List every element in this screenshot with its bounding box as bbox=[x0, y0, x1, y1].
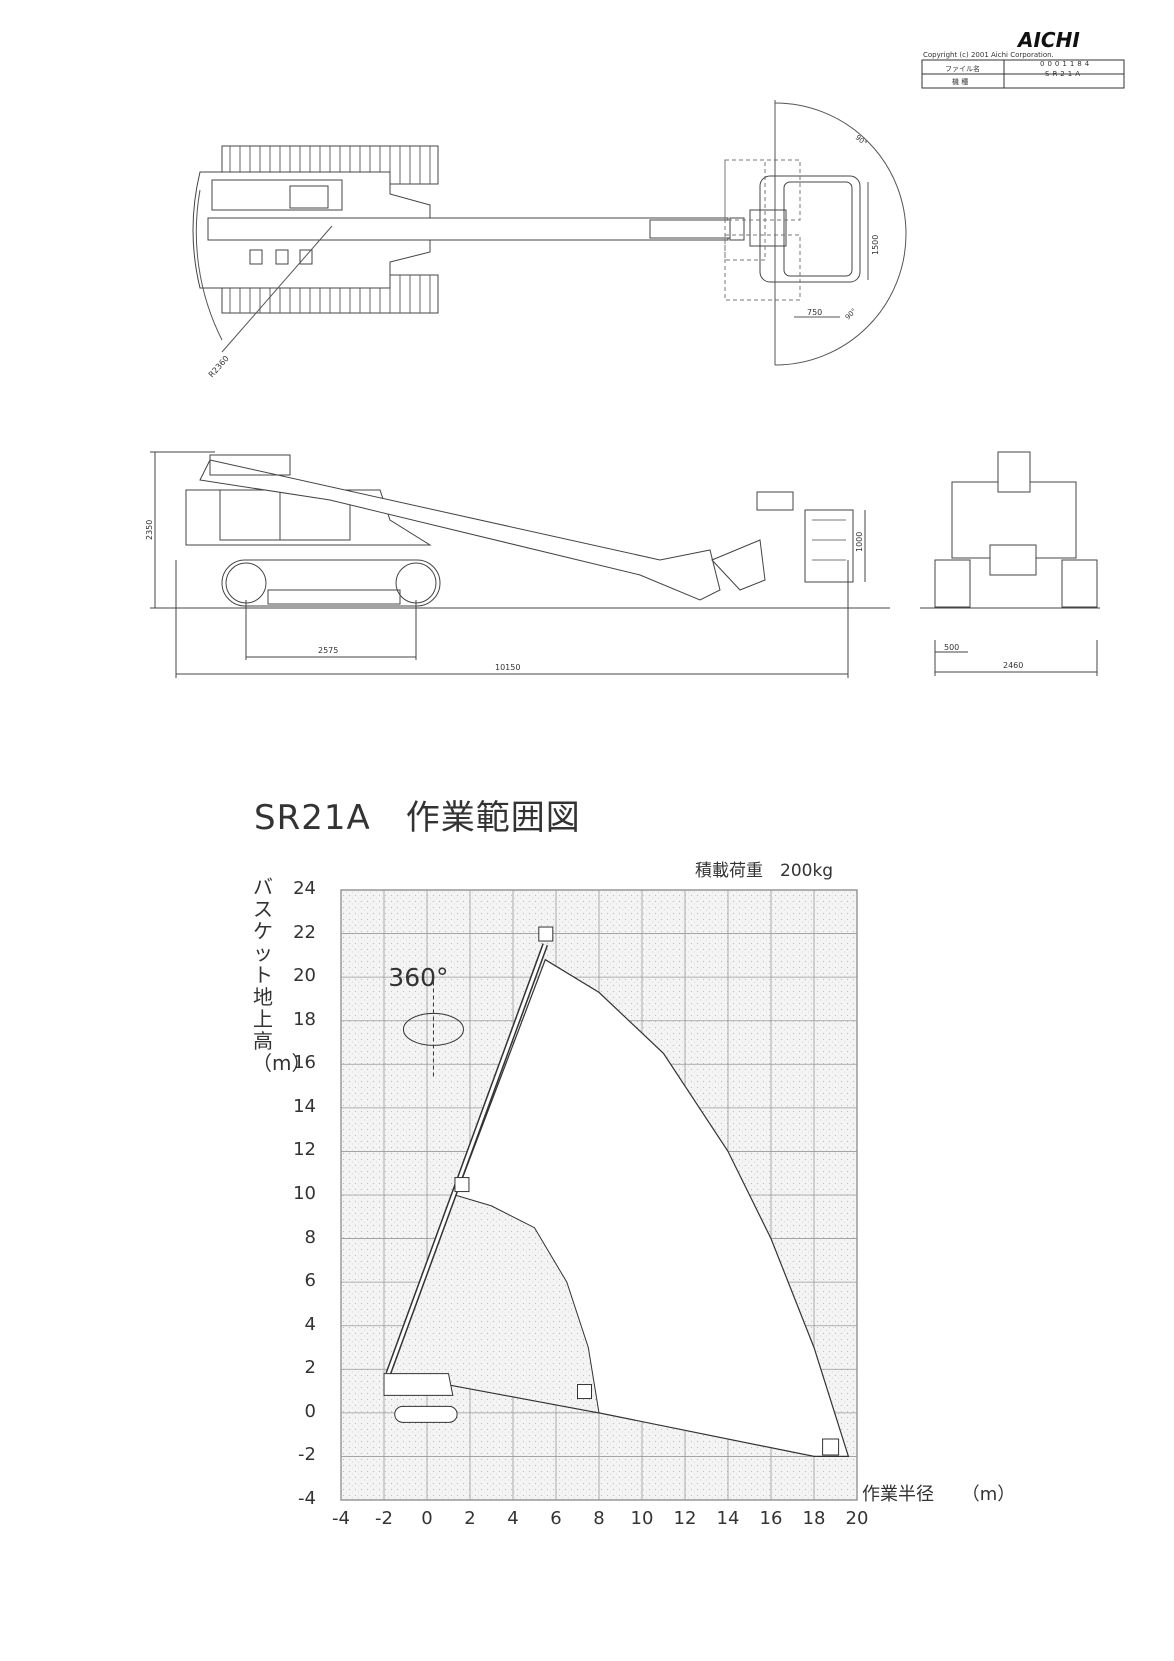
plan-view: R2360 1500 750 90° 90° bbox=[192, 100, 907, 379]
basket-low bbox=[577, 1384, 592, 1400]
x-tick-label: 0 bbox=[421, 1508, 433, 1529]
x-tick-label: 2 bbox=[464, 1508, 476, 1529]
y-tick-label: 16 bbox=[293, 1052, 316, 1074]
basket-top bbox=[538, 926, 554, 942]
y-tick-label: 18 bbox=[293, 1008, 316, 1030]
x-tick-label: 4 bbox=[507, 1508, 519, 1529]
x-tick-label: 18 bbox=[802, 1508, 826, 1529]
y-tick-label: 4 bbox=[304, 1313, 316, 1335]
range-chart-title: SR21A 作業範囲図 bbox=[254, 798, 581, 838]
y-tick-label: 6 bbox=[304, 1270, 316, 1292]
side-basket-height: 1000 bbox=[855, 532, 864, 552]
x-tick-label: 6 bbox=[550, 1508, 562, 1529]
file-value: 0001184 bbox=[1040, 60, 1092, 68]
x-tick-label: 8 bbox=[593, 1508, 605, 1529]
x-tick-label: -2 bbox=[375, 1508, 393, 1529]
x-tick-label: 12 bbox=[673, 1508, 697, 1529]
rear-track-width: 500 bbox=[944, 643, 959, 652]
machine-body bbox=[383, 1373, 454, 1396]
side-overall-length: 10150 bbox=[495, 663, 520, 672]
y-tick-label: 20 bbox=[293, 965, 316, 987]
x-tick-label: 16 bbox=[759, 1508, 783, 1529]
y-tick-label: 24 bbox=[293, 878, 316, 899]
range-chart-xlabel: 作業半径 bbox=[862, 1484, 934, 1505]
side-track-length: 2575 bbox=[318, 646, 338, 655]
rear-view: 500 2460 bbox=[920, 451, 1100, 676]
rotation-label: 360° bbox=[388, 963, 448, 992]
y-tick-label: 2 bbox=[304, 1357, 316, 1379]
y-tick-label: -2 bbox=[298, 1444, 316, 1466]
model-value: SR21A bbox=[1045, 70, 1083, 78]
aichi-logo: AICHI bbox=[1016, 28, 1080, 52]
x-tick-label: 20 bbox=[845, 1508, 869, 1529]
plot-area: 360° bbox=[340, 889, 858, 1501]
basket-max-reach bbox=[822, 1438, 840, 1456]
copyright: Copyright (c) 2001 Aichi Corporation. bbox=[923, 51, 1054, 59]
file-label: ファイル名 bbox=[945, 64, 980, 73]
x-tick-label: 14 bbox=[716, 1508, 740, 1529]
range-chart-xunit: （m） bbox=[961, 1484, 1016, 1505]
machine-track bbox=[394, 1405, 458, 1423]
plan-basket-width: 1500 bbox=[871, 235, 880, 255]
model-label: 機 種 bbox=[952, 77, 968, 86]
basket-mid bbox=[454, 1177, 470, 1193]
y-tick-label: -4 bbox=[298, 1488, 316, 1509]
x-tick-label: 10 bbox=[630, 1508, 654, 1529]
range-chart-xlabel-group: 作業半径 （m） bbox=[862, 1480, 1015, 1506]
range-chart-load: 積載荷重 200kg bbox=[695, 861, 834, 881]
side-view: 2350 1000 2575 10150 bbox=[145, 451, 890, 678]
rear-overall-width: 2460 bbox=[1003, 661, 1023, 670]
y-tick-label: 10 bbox=[293, 1183, 316, 1204]
title-block: AICHI Copyright (c) 2001 Aichi Corporati… bbox=[921, 28, 1125, 89]
y-tick-label: 14 bbox=[293, 1095, 316, 1117]
side-height: 2350 bbox=[145, 520, 154, 540]
y-tick-label: 22 bbox=[293, 921, 316, 943]
y-tick-label: 12 bbox=[293, 1139, 316, 1161]
plan-basket-depth: 750 bbox=[807, 308, 822, 317]
technical-drawings: AICHI Copyright (c) 2001 Aichi Corporati… bbox=[145, 28, 1125, 678]
y-tick-label: 0 bbox=[304, 1400, 316, 1422]
x-tick-label: -4 bbox=[332, 1508, 350, 1529]
y-tick-label: 8 bbox=[304, 1226, 316, 1248]
boom-max-height-inner bbox=[386, 943, 547, 1375]
